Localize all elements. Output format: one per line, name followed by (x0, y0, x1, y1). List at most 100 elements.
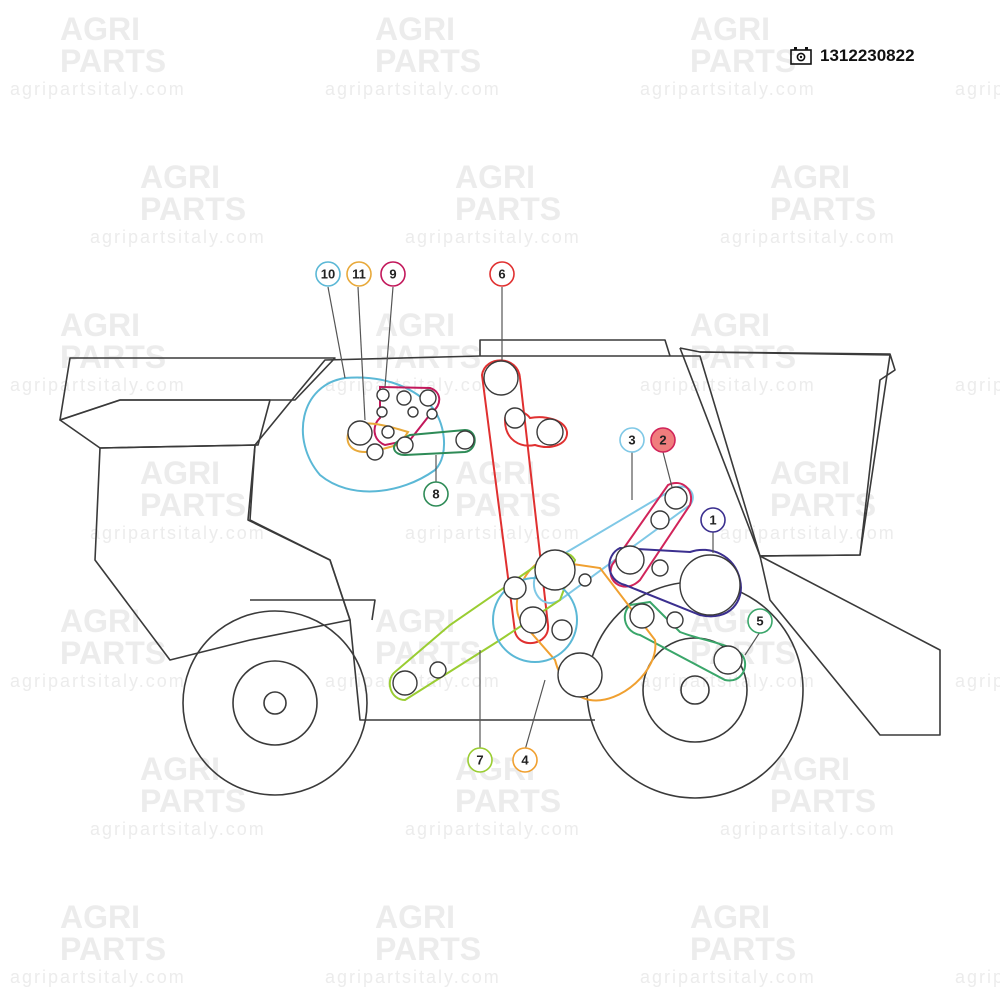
watermark-agri: AGRI (690, 307, 770, 343)
callout-circle[interactable] (346, 261, 372, 287)
watermark-url: agripartsitaly.com (720, 227, 896, 247)
body-side-line (679, 347, 761, 557)
watermark-agri: AGRI (60, 603, 140, 639)
watermark-parts: PARTS (455, 191, 561, 227)
callout-circle[interactable] (650, 427, 676, 453)
callout-circle[interactable] (700, 507, 726, 533)
watermark-agri: AGRI (455, 159, 535, 195)
watermark-parts: PARTS (455, 487, 561, 523)
watermark-url: agripartsitaly.com (325, 375, 501, 395)
watermark-agri: AGRI (140, 751, 220, 787)
watermark-layer: AGRIPARTSagripartsitaly.comAGRIPARTSagri… (10, 11, 1000, 987)
watermark-parts: PARTS (140, 487, 246, 523)
part-number: 1312230822 (790, 44, 915, 68)
watermark-url: agripartsitaly.com (90, 523, 266, 543)
callout-circle[interactable] (619, 427, 645, 453)
watermark-url: agripartsitaly.com (90, 227, 266, 247)
watermark-parts: PARTS (140, 191, 246, 227)
callout-9[interactable]: 9 (380, 261, 406, 287)
watermark-url: agripartsitaly.com (720, 523, 896, 543)
callout-label: 11 (352, 267, 366, 282)
callout-7[interactable]: 7 (467, 747, 493, 773)
callout-circle[interactable] (512, 747, 538, 773)
callout-circle[interactable] (380, 261, 406, 287)
watermark-parts: PARTS (60, 635, 166, 671)
watermark-parts: PARTS (60, 339, 166, 375)
watermark-agri: AGRI (60, 307, 140, 343)
callout-4[interactable]: 4 (512, 747, 538, 773)
callout-5[interactable]: 5 (747, 608, 773, 634)
callout-circle[interactable] (315, 261, 341, 287)
callout-1[interactable]: 1 (700, 507, 726, 533)
callout-2[interactable]: 2 (650, 427, 676, 453)
watermark-url: agripartsitaly.com (640, 967, 816, 987)
callout-label: 2 (659, 433, 666, 448)
gearbox-icon (790, 47, 812, 65)
watermark-url: agripartsitaly.com (720, 819, 896, 839)
front-wheel (182, 610, 368, 796)
callout-label: 8 (432, 487, 439, 502)
step (250, 599, 376, 621)
watermark-url: agripartsitaly.com (325, 79, 501, 99)
callout-11[interactable]: 11 (346, 261, 372, 287)
watermark-agri: AGRI (375, 307, 455, 343)
watermark-url: agripartsitaly.com (10, 79, 186, 99)
watermark-parts: PARTS (375, 635, 481, 671)
callout-6[interactable]: 6 (489, 261, 515, 287)
watermark-url: agripartsitaly.com (955, 375, 1000, 395)
combine-outline (59, 339, 941, 736)
watermark-agri: AGRI (770, 751, 850, 787)
watermark-parts: PARTS (375, 931, 481, 967)
callout-circle[interactable] (489, 261, 515, 287)
watermark-url: agripartsitaly.com (10, 671, 186, 691)
watermark-url: agripartsitaly.com (405, 227, 581, 247)
cab-top (479, 339, 671, 357)
watermark-parts: PARTS (375, 43, 481, 79)
watermark-parts: PARTS (690, 339, 796, 375)
callout-circle[interactable] (747, 608, 773, 634)
watermark-parts: PARTS (60, 43, 166, 79)
watermark-url: agripartsitaly.com (90, 819, 266, 839)
callout-circle[interactable] (423, 481, 449, 507)
leader-lines (327, 286, 761, 751)
belt-10 (301, 376, 446, 493)
callout-label: 1 (709, 513, 716, 528)
rear-hood (759, 555, 941, 736)
watermark-parts: PARTS (140, 783, 246, 819)
grain-tank (699, 351, 896, 557)
watermark-parts: PARTS (770, 487, 876, 523)
belt-central (492, 577, 578, 663)
watermark-url: agripartsitaly.com (640, 79, 816, 99)
watermark-parts: PARTS (690, 43, 796, 79)
callout-label: 4 (521, 753, 529, 768)
watermark-url: agripartsitaly.com (405, 819, 581, 839)
watermark-agri: AGRI (140, 159, 220, 195)
belt-5 (623, 600, 747, 682)
watermark-url: agripartsitaly.com (405, 523, 581, 543)
callout-label: 5 (756, 614, 763, 629)
callout-8[interactable]: 8 (423, 481, 449, 507)
watermark-url: agripartsitaly.com (955, 967, 1000, 987)
watermark-url: agripartsitaly.com (10, 375, 186, 395)
callout-10[interactable]: 10 (315, 261, 341, 287)
belt-6 (480, 359, 550, 645)
watermark-url: agripartsitaly.com (325, 967, 501, 987)
callout-3[interactable]: 3 (619, 427, 645, 453)
callout-circle[interactable] (467, 747, 493, 773)
